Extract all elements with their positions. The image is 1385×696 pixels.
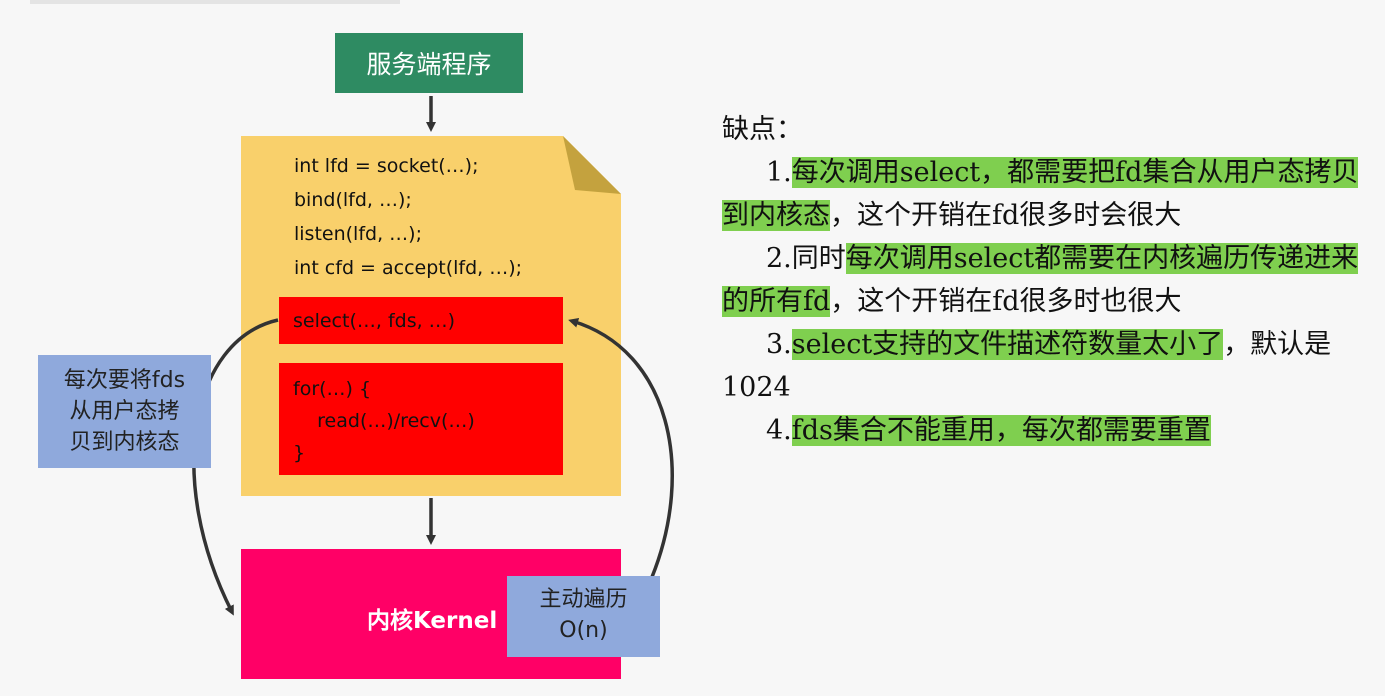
for-loop-line: read(…)/recv(…) — [293, 410, 475, 432]
code-line: listen(lfd, …); — [294, 223, 422, 245]
note-line: 主动遍历 — [539, 587, 628, 612]
item-highlight: select支持的文件描述符数量太小了 — [791, 329, 1224, 360]
disadvantage-item: 4.fds集合不能重用，每次都需要重置 — [722, 409, 1372, 452]
server-program-label: 服务端程序 — [366, 50, 492, 79]
item-prefix: 4. — [766, 415, 792, 446]
server-program-box: 服务端程序 — [335, 33, 523, 93]
for-loop-line: } — [293, 442, 306, 464]
disadvantage-item: 2.同时每次调用select都需要在内核遍历传递进来的所有fd，这个开销在fd很… — [722, 237, 1372, 323]
document-fold-corner — [563, 136, 621, 194]
disadvantage-item: 3.select支持的文件描述符数量太小了，默认是1024 — [722, 323, 1372, 409]
item-rest: ，这个开销在fd很多时会很大 — [830, 200, 1182, 231]
disadvantages-list: 缺点： 1.每次调用select，都需要把fd集合从用户态拷贝到内核态，这个开销… — [722, 108, 1372, 452]
disadvantages-title: 缺点： — [722, 114, 803, 145]
note-line: O(n) — [559, 618, 608, 643]
copy-to-kernel-note: 每次要将fds 从用户态拷 贝到内核态 — [38, 355, 211, 468]
item-rest: ，这个开销在fd很多时也很大 — [830, 286, 1182, 317]
for-loop-line: for(…) { — [293, 378, 372, 400]
item-highlight: fds集合不能重用，每次都需要重置 — [791, 415, 1211, 446]
for-loop-box: for(…) { read(…)/recv(…) } — [279, 363, 563, 475]
note-line: 从用户态拷 — [69, 399, 180, 424]
disadvantage-item: 1.每次调用select，都需要把fd集合从用户态拷贝到内核态，这个开销在fd很… — [722, 151, 1372, 237]
note-line: 每次要将fds — [63, 368, 186, 393]
top-divider — [30, 0, 400, 4]
note-line: 贝到内核态 — [69, 430, 180, 455]
item-prefix: 2.同时 — [766, 243, 846, 274]
kernel-label: 内核Kernel — [367, 608, 498, 634]
code-line: int lfd = socket(…); — [294, 155, 479, 177]
item-rest: ，默认是1024 — [722, 329, 1332, 403]
kernel-to-select-curve — [568, 317, 674, 578]
code-line: int cfd = accept(lfd, …); — [294, 257, 523, 279]
item-prefix: 3. — [766, 329, 792, 360]
select-call-label: select(…, fds, …) — [293, 310, 456, 332]
item-prefix: 1. — [766, 157, 792, 188]
select-call-box: select(…, fds, …) — [279, 297, 563, 344]
code-line: bind(lfd, …); — [294, 189, 412, 211]
traverse-note: 主动遍历 O(n) — [507, 576, 660, 657]
